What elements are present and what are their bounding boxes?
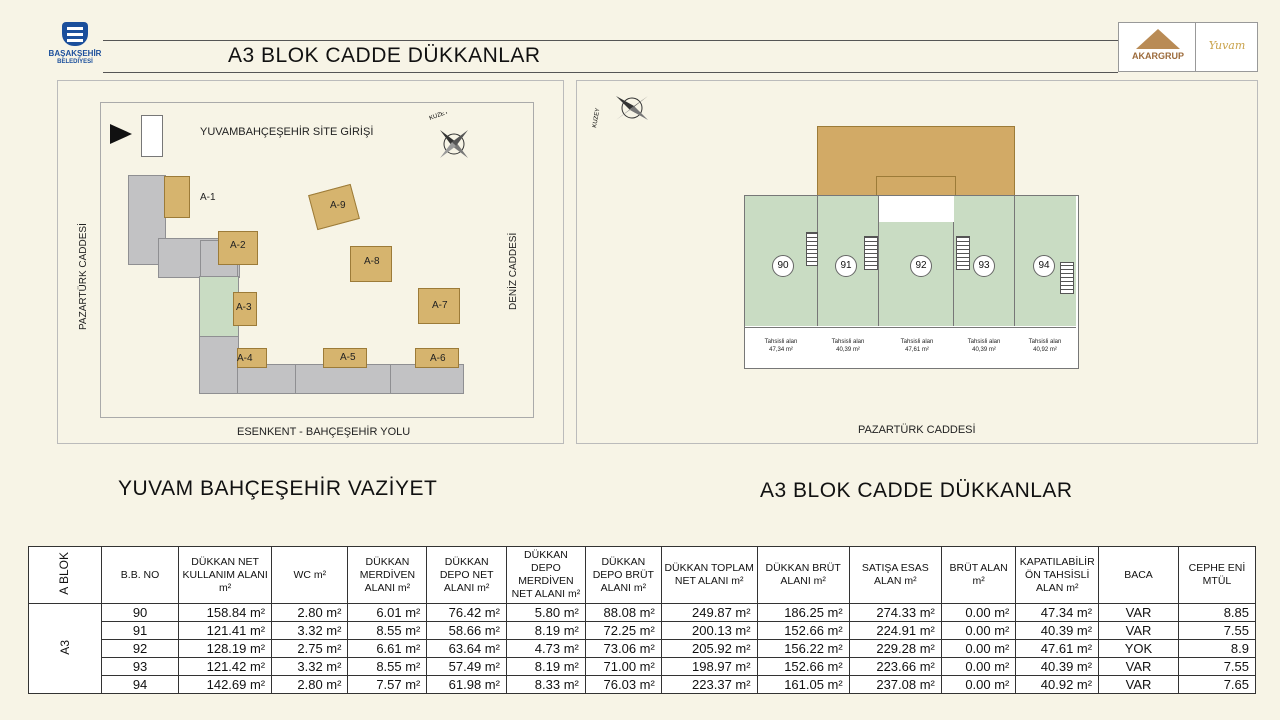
block-label-a1: A-1 <box>200 192 216 203</box>
block-label-a8: A-8 <box>364 256 380 267</box>
floor-plan-caption: A3 BLOK CADDE DÜKKANLAR <box>760 479 1073 502</box>
column-header: DÜKKAN DEPO NET ALANI m² <box>426 546 507 604</box>
municipality-emblem-icon <box>62 22 88 46</box>
column-header: KAPATILABİLİR ÖN TAHSİSLİ ALAN m² <box>1015 546 1100 604</box>
block-a1 <box>164 176 190 218</box>
title-rule-top <box>103 40 1118 41</box>
block-cell: A3 <box>28 603 102 694</box>
block-label-a5: A-5 <box>340 352 356 363</box>
block-a5 <box>323 348 367 368</box>
site-boundary <box>100 102 534 418</box>
column-header: DÜKKAN DEPO MERDİVEN NET ALANI m² <box>505 546 586 604</box>
title-rule-bottom <box>103 72 1118 73</box>
block-a2 <box>218 231 258 265</box>
column-header: A BLOK <box>28 546 102 604</box>
block-label-a3: A-3 <box>236 302 252 313</box>
block-shape-bottom-3 <box>390 364 464 394</box>
entrance-gate <box>141 115 163 157</box>
street-bottom-label: ESENKENT - BAHÇEŞEHİR YOLU <box>237 426 411 438</box>
stair-icon <box>864 236 878 270</box>
compass-icon: KUZEY <box>429 112 468 158</box>
entrance-label: YUVAMBAHÇEŞEHİR SİTE GİRİŞİ <box>200 126 374 138</box>
block-shape-a4-gray <box>199 336 239 394</box>
shop-number-94: 94 <box>1033 255 1055 277</box>
stair-icon <box>956 236 970 270</box>
block-a4 <box>237 348 267 368</box>
block-a7 <box>418 288 460 324</box>
block-shape-bottom-1 <box>237 364 297 394</box>
column-header: BACA <box>1098 546 1179 604</box>
site-plan-caption: YUVAM BAHÇEŞEHİR VAZİYET <box>118 477 438 500</box>
block-label-a7: A-7 <box>432 300 448 311</box>
street-left-label: PAZARTÜRK CADDESİ <box>78 223 89 330</box>
entrance-arrow-icon <box>110 124 132 144</box>
shop-number-91: 91 <box>835 255 857 277</box>
column-header: DÜKKAN TOPLAM NET ALANI m² <box>660 546 758 604</box>
column-header: DÜKKAN BRÜT ALANI m² <box>756 546 850 604</box>
column-header: DÜKKAN NET KULLANIM ALANI m² <box>178 546 273 604</box>
block-a6 <box>415 348 459 368</box>
column-header: CEPHE ENİ MTÜL <box>1177 546 1257 604</box>
shop-number-93: 93 <box>973 255 995 277</box>
floor-compass-icon: KUZEY <box>592 96 648 129</box>
street-right-label: DENİZ CADDESİ <box>508 232 519 310</box>
column-header: BRÜT ALAN m² <box>940 546 1017 604</box>
block-a8 <box>350 246 392 282</box>
municipality-logo: BAŞAKŞEHİR BELEDİYESİ <box>40 22 110 74</box>
brand-logos: AKARGRUP Yuvam <box>1118 22 1258 72</box>
site-plan-panel <box>57 80 564 444</box>
municipality-name: BAŞAKŞEHİR <box>48 49 102 58</box>
shop-area-table: A BLOK B.B. NO DÜKKAN NET KULLANIM ALANI… <box>28 546 1257 694</box>
svg-text:KUZEY: KUZEY <box>592 108 601 129</box>
stair-icon <box>806 232 818 266</box>
floor-street-label: PAZARTÜRK CADDESİ <box>858 424 976 436</box>
table-header-row: A BLOK B.B. NO DÜKKAN NET KULLANIM ALANI… <box>28 546 1257 604</box>
block-label-a2: A-2 <box>230 240 246 251</box>
svg-text:KUZEY: KUZEY <box>429 112 450 122</box>
column-header: SATIŞA ESAS ALAN m² <box>848 546 942 604</box>
block-shape-bottom-2 <box>295 364 392 394</box>
akargrup-logo: AKARGRUP <box>1123 29 1193 61</box>
yuvam-logo: Yuvam <box>1208 39 1246 52</box>
shop-number-92: 92 <box>910 255 932 277</box>
block-label-a9: A-9 <box>330 200 346 211</box>
column-header: DÜKKAN DEPO BRÜT ALANI m² <box>584 546 662 604</box>
shop-number-90: 90 <box>772 255 794 277</box>
page-title: A3 BLOK CADDE DÜKKANLAR <box>228 44 541 67</box>
block-label-a6: A-6 <box>430 353 446 364</box>
floor-plan-panel <box>576 80 1258 444</box>
column-header: WC m² <box>271 546 349 604</box>
column-header: DÜKKAN MERDİVEN ALANI m² <box>347 546 428 604</box>
block-a3 <box>233 292 257 326</box>
akar-mountain-icon <box>1136 29 1180 49</box>
stair-icon <box>1060 262 1074 294</box>
municipality-suffix: BELEDİYESİ <box>57 59 93 65</box>
block-label-a4: A-4 <box>237 353 253 364</box>
column-header: B.B. NO <box>100 546 180 604</box>
